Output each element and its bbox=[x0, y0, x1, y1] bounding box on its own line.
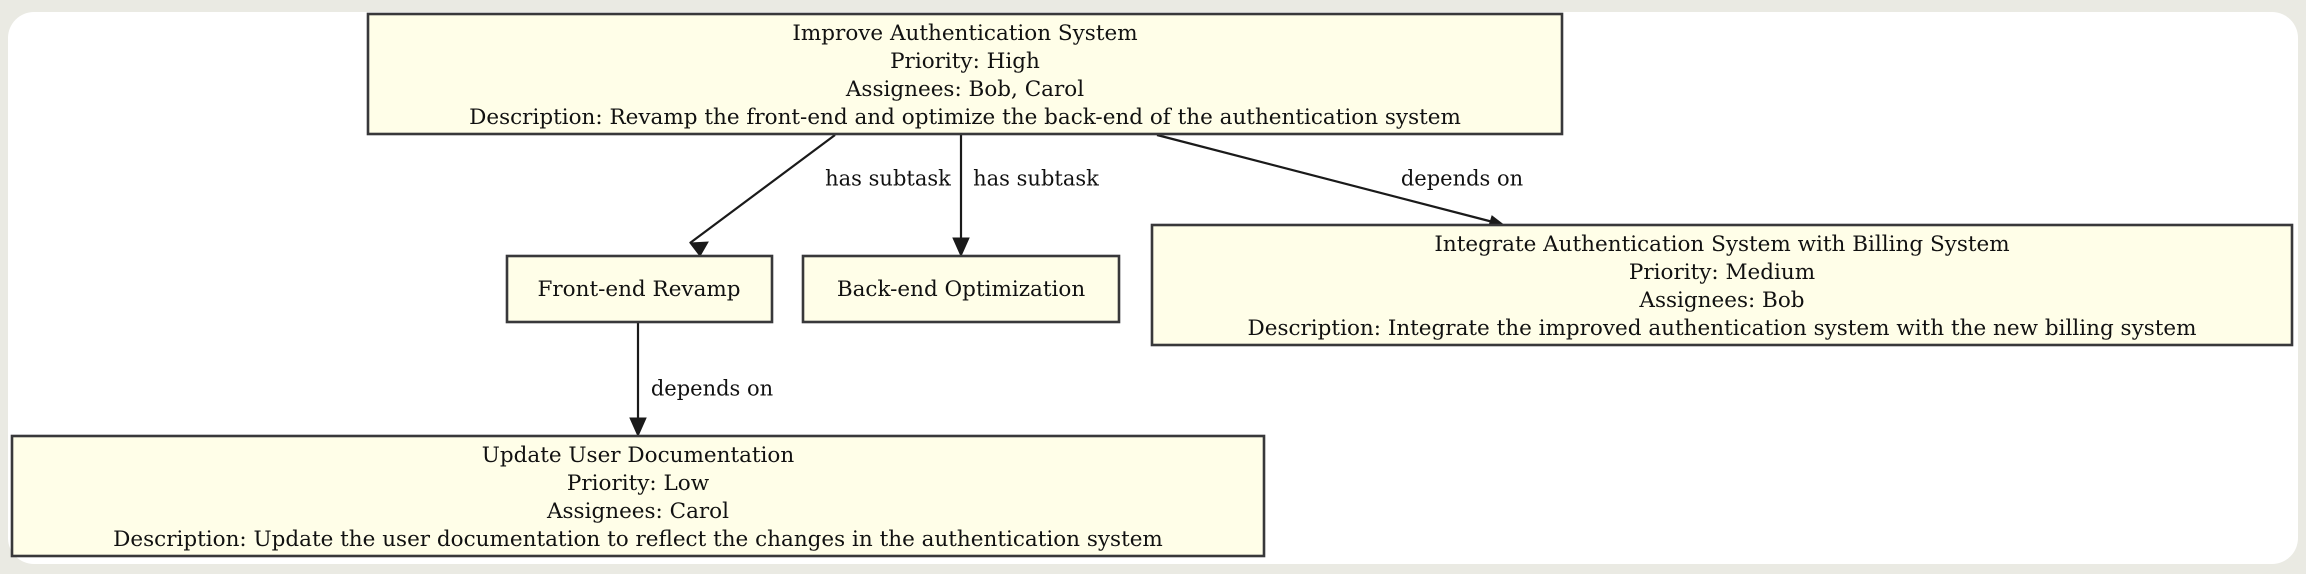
edge-improve-to-frontend[interactable]: has subtask bbox=[689, 134, 951, 257]
node-update-user-documentation[interactable]: Update User Documentation Priority: Low … bbox=[10, 434, 1266, 558]
edge-line bbox=[689, 134, 836, 244]
arrowhead-icon bbox=[689, 241, 709, 257]
node-assignees: Assignees: Bob bbox=[1638, 288, 1804, 313]
node-improve-authentication-system[interactable]: Improve Authentication System Priority: … bbox=[366, 12, 1564, 136]
edge-improve-to-integrate[interactable]: depends on bbox=[1156, 133, 1523, 233]
node-box bbox=[1150, 223, 2294, 347]
edge-frontend-to-docs[interactable]: depends on bbox=[629, 322, 773, 438]
node-box bbox=[505, 254, 774, 324]
edge-line bbox=[1156, 133, 1494, 224]
node-priority: Priority: Medium bbox=[1629, 260, 1815, 285]
node-priority: Priority: High bbox=[890, 49, 1040, 74]
node-title: Integrate Authentication System with Bil… bbox=[1434, 232, 2009, 257]
node-box bbox=[801, 254, 1121, 324]
node-front-end-revamp[interactable]: Front-end Revamp bbox=[505, 254, 774, 324]
node-description: Description: Revamp the front-end and op… bbox=[469, 105, 1461, 130]
node-title: Update User Documentation bbox=[482, 443, 795, 468]
node-description: Description: Update the user documentati… bbox=[113, 527, 1163, 552]
edge-label-has-subtask-backend: has subtask bbox=[973, 167, 1099, 191]
node-assignees: Assignees: Bob, Carol bbox=[845, 77, 1084, 102]
node-box bbox=[10, 434, 1266, 558]
nodes-layer: Improve Authentication System Priority: … bbox=[10, 12, 2294, 558]
node-integrate-authentication-system-with-billing-system[interactable]: Integrate Authentication System with Bil… bbox=[1150, 223, 2294, 347]
node-title: Back-end Optimization bbox=[837, 277, 1086, 302]
node-priority: Priority: Low bbox=[567, 471, 710, 496]
arrowhead-icon bbox=[629, 417, 647, 438]
node-assignees: Assignees: Carol bbox=[546, 499, 729, 524]
node-description: Description: Integrate the improved auth… bbox=[1247, 316, 2196, 341]
arrowhead-icon bbox=[952, 237, 970, 258]
edge-label-has-subtask-frontend: has subtask bbox=[825, 167, 951, 191]
edges-layer: has subtask has subtask depends on depen… bbox=[629, 133, 1523, 438]
node-box bbox=[366, 12, 1564, 136]
edge-label-depends-on-integrate: depends on bbox=[1401, 167, 1523, 191]
node-title: Improve Authentication System bbox=[792, 21, 1137, 46]
edge-label-depends-on-docs: depends on bbox=[651, 377, 773, 401]
node-back-end-optimization[interactable]: Back-end Optimization bbox=[801, 254, 1121, 324]
node-title: Front-end Revamp bbox=[537, 277, 740, 302]
edge-improve-to-backend[interactable]: has subtask bbox=[952, 135, 1099, 258]
